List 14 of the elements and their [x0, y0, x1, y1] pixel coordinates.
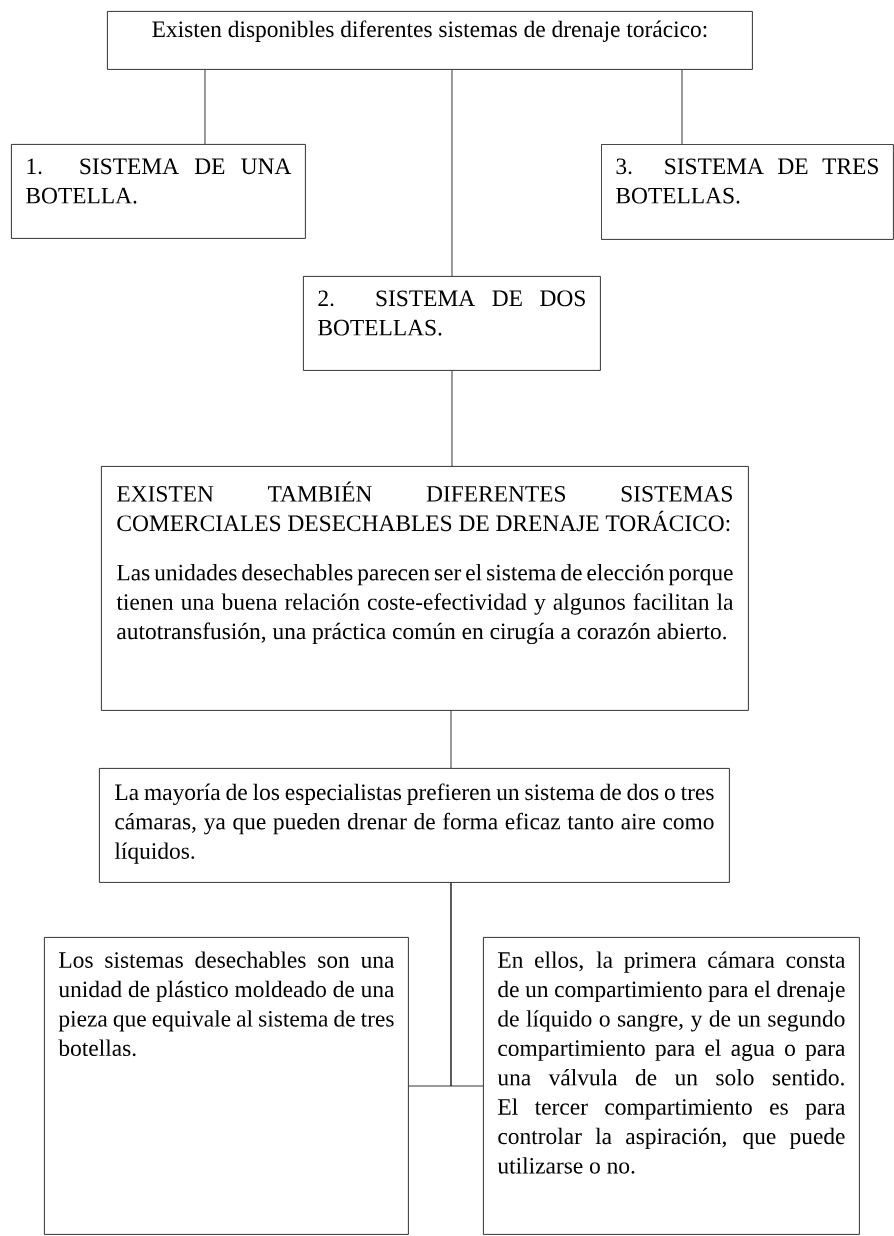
connector-line — [204, 69, 206, 145]
connector-line — [451, 69, 453, 277]
process-box: En ellos, la primera cámara consta de un compartimiento para el drenaje de líquido o sangre, y de un segundo compartimiento para el agua o para una válvula de un solo sentido. El tercer compartimiento es para controlar la aspiración, que puede utilizarse o no. — [483, 937, 860, 1235]
process-box: 1. SISTEMA DE UNA BOTELLA. — [11, 144, 306, 239]
connector-line — [681, 69, 683, 145]
process-box: 2. SISTEMA DE DOS BOTELLAS. — [303, 276, 601, 371]
process-box: La mayoría de los especialistas prefieren un sistema de dos o tres cámaras, ya que pueden drenar de forma eficaz tanto aire como líquidos. — [99, 768, 730, 883]
process-box: Existen disponibles diferentes sistemas de drenaje torácico: — [107, 11, 753, 70]
connector-line — [451, 370, 453, 467]
process-box: 3. SISTEMA DE TRES BOTELLAS. — [601, 144, 894, 240]
connector-line — [450, 882, 484, 1087]
connector-line — [450, 710, 452, 769]
process-box: Los sistemas desechables son una unidad de plástico moldeado de una pieza que equivale al sistema de tres botellas. — [44, 937, 409, 1235]
process-box: EXISTEN TAMBIÉN DIFERENTES SISTEMAS COMERCIALES DESECHABLES DE DRENAJE TORÁCICO: Las unidades desechables parecen ser el sistema de elección porque tienen una buena relación coste-efectividad y algunos facilitan la autotransfusión, una práctica común en cirugía a corazón abierto. — [101, 466, 749, 711]
